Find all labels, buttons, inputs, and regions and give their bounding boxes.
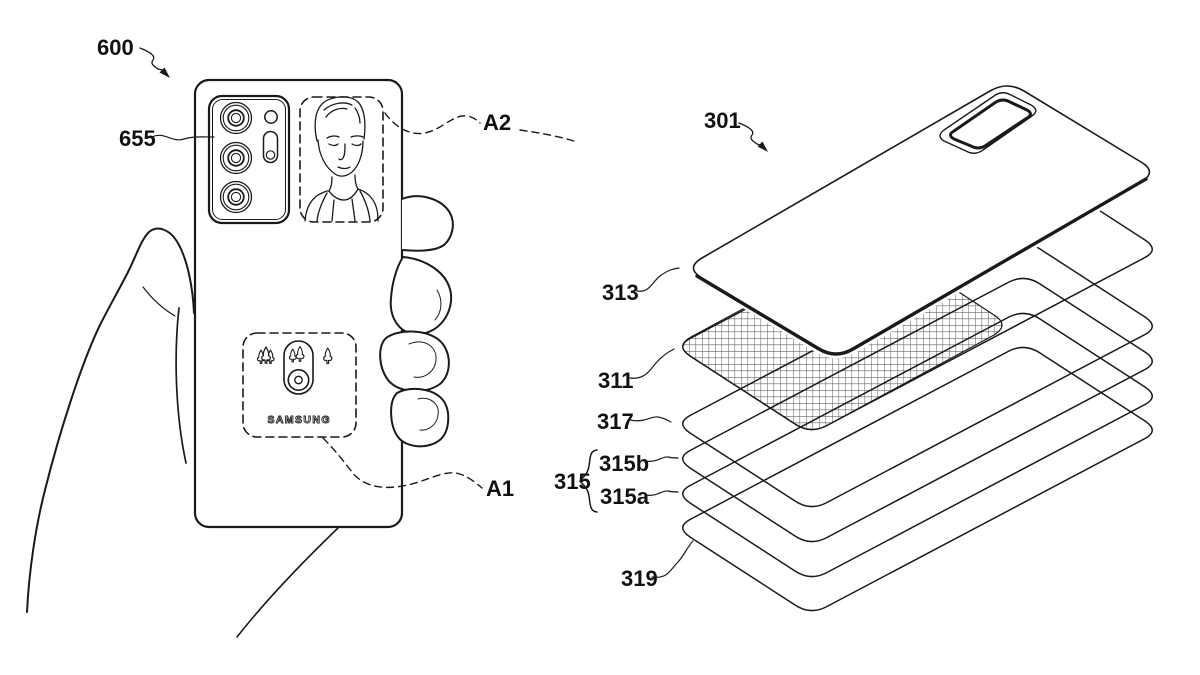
label-a2-leader-tail [519, 129, 578, 143]
label-313-leader [636, 267, 680, 292]
figure-exploded-layers: 301 313 311 317 315 315b 315a 319 [554, 81, 1154, 612]
label-315a: 315a [600, 484, 650, 509]
finger-3-nail [408, 341, 437, 378]
finger-3 [379, 330, 450, 392]
fingers [379, 195, 454, 448]
label-315b-leader [644, 456, 679, 462]
layer-315a-outline [682, 312, 1153, 578]
label-a2: A2 [483, 110, 511, 135]
label-301-arrowhead [757, 141, 768, 152]
label-315a-leader [644, 490, 679, 496]
camera-module [207, 94, 291, 225]
hand-illustration [26, 227, 195, 613]
label-315: 315 [554, 469, 591, 494]
label-600-arrow-line [139, 47, 163, 71]
label-311-leader [629, 348, 675, 379]
camera-pill-icon [283, 340, 314, 395]
label-a1-leader [322, 437, 483, 489]
layer-319-outline [682, 346, 1153, 612]
finger-4-nail [417, 397, 439, 431]
label-315b: 315b [599, 451, 649, 476]
left-figure-labels: 600 655 A2 A1 [97, 35, 578, 501]
finger-4 [390, 387, 450, 448]
camera-module-inner [212, 99, 286, 220]
camera-island-cutout [949, 98, 1032, 150]
thumb-and-hand-outline [26, 227, 195, 613]
label-655: 655 [119, 126, 156, 151]
palm-edge-line [175, 307, 187, 464]
label-313: 313 [602, 280, 639, 305]
a1-dashed-box [242, 332, 357, 438]
label-600: 600 [97, 35, 134, 60]
label-600-arrowhead [159, 67, 170, 78]
laser-sensor-pill [262, 130, 279, 164]
label-319-leader [651, 540, 694, 578]
logo-region-a1: SAMSUNG [242, 332, 357, 438]
label-311: 311 [598, 368, 634, 393]
sensor-dot [265, 150, 276, 160]
label-317-leader [629, 416, 672, 423]
finger-2-nail [434, 289, 442, 321]
label-655-leader [151, 134, 215, 141]
label-301-arrow-line [738, 122, 761, 146]
label-a1: A1 [486, 476, 514, 501]
label-301: 301 [704, 108, 741, 133]
forearm-line [236, 527, 339, 638]
display-region-a2 [299, 96, 384, 223]
label-319: 319 [621, 566, 658, 591]
cover-313-thick-edge [695, 177, 1148, 356]
label-a2-leader [384, 112, 481, 135]
right-figure-labels: 301 313 311 317 315 315b 315a 319 [554, 108, 768, 591]
label-315-brace [579, 449, 598, 513]
layer-315b-outline [682, 277, 1153, 543]
camera-lens-3 [219, 180, 253, 214]
thumb-crease-line [142, 286, 176, 317]
finger-1-outline [401, 195, 454, 252]
flash-icon [264, 110, 278, 124]
finger-1-fill [402, 196, 453, 251]
samsung-logo-text: SAMSUNG [268, 414, 332, 426]
finger-2 [389, 256, 453, 336]
camera-lens-2 [219, 141, 253, 175]
figure-phone-in-hand: SAMSUNG 600 655 A2 A1 [26, 35, 578, 638]
camera-island-outer [939, 92, 1037, 154]
portrait-illustration [304, 96, 379, 222]
label-317: 317 [597, 409, 634, 434]
trees-icon [256, 346, 275, 365]
single-tree-icon [323, 347, 333, 365]
camera-lens-1 [219, 101, 253, 135]
